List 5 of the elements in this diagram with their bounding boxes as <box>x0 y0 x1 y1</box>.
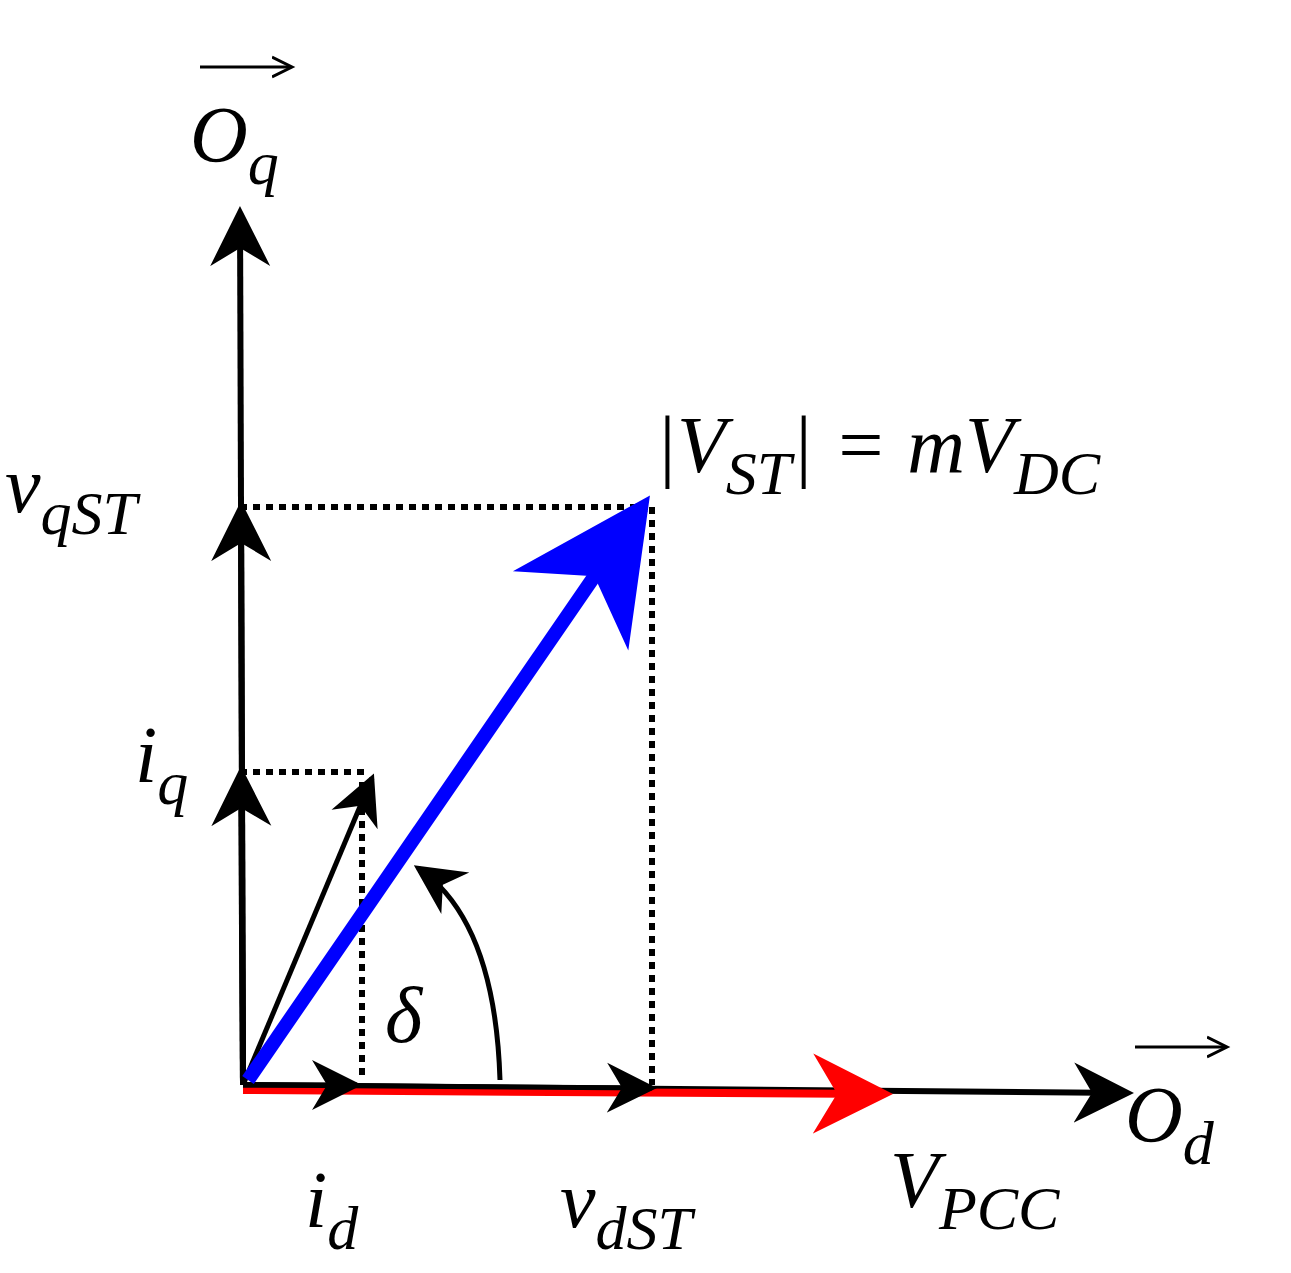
vector-label: |V$_{ST}$| = mV$_{DC}$ <box>655 405 1101 504</box>
vector-label: O$_{d}$ <box>1125 1075 1214 1174</box>
vector-label: i$_{d}$ <box>305 1160 359 1259</box>
vector-label: δ <box>385 975 423 1055</box>
vector-label: V$_{PCC}$ <box>890 1140 1060 1239</box>
